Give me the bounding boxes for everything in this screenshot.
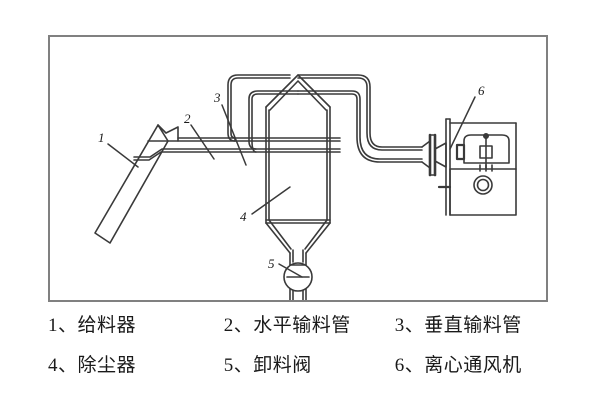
callout-number-5: 5 — [268, 256, 275, 271]
legend-row-1: 1、给料器 2、水平输料管 3、垂直输料管 — [48, 310, 552, 350]
leader-line-6 — [449, 96, 476, 150]
leader-line-1 — [107, 143, 139, 168]
legend-item-dust-collector: 4、除尘器 — [48, 355, 137, 376]
cyclone-outlet-duct — [297, 74, 431, 169]
legend-item-centrifugal-fan: 6、离心通风机 — [394, 355, 522, 376]
leader-line-5 — [278, 263, 303, 278]
feeder-chute — [94, 124, 179, 244]
centrifugal-fan — [428, 118, 517, 216]
legend-item-horizontal-pipe: 2、水平输料管 — [223, 315, 351, 336]
legend-item-vertical-pipe: 3、垂直输料管 — [394, 315, 522, 336]
figure-legend: 1、给料器 2、水平输料管 3、垂直输料管 4、除尘器 5、卸料阀 6、离心通风… — [48, 310, 552, 390]
dust-collector-cyclone — [265, 74, 331, 254]
legend-row-2: 4、除尘器 5、卸料阀 6、离心通风机 — [48, 350, 552, 390]
callout-leader-lines — [107, 96, 476, 278]
leader-line-4 — [251, 186, 291, 215]
vertical-conveying-pipe — [227, 74, 299, 153]
callout-number-3: 3 — [213, 90, 221, 105]
pneumatic-conveying-diagram: 1 2 3 4 5 6 — [94, 74, 517, 300]
rotary-discharge-valve — [283, 249, 313, 300]
diagram-frame: 1 2 3 4 5 6 — [48, 35, 548, 302]
horizontal-conveying-pipe — [133, 137, 341, 161]
leader-line-3 — [221, 104, 247, 166]
legend-item-feeder: 1、给料器 — [48, 315, 137, 336]
callout-number-4: 4 — [240, 209, 247, 224]
callout-number-2: 2 — [184, 111, 191, 126]
callout-number-6: 6 — [478, 83, 485, 98]
callout-number-1: 1 — [98, 130, 105, 145]
legend-item-discharge-valve: 5、卸料阀 — [223, 355, 312, 376]
leader-line-2 — [190, 124, 215, 160]
